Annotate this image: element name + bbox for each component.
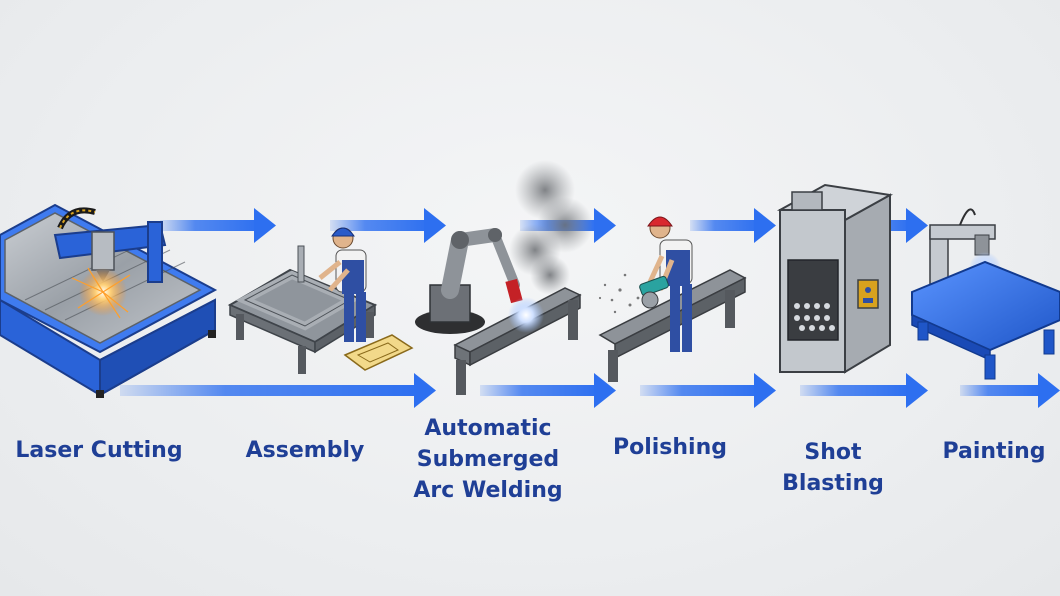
flow-arrow [480,373,616,408]
step-label-line: Laser Cutting [15,438,183,463]
worker-figure [318,227,367,342]
flow-arrow [800,373,928,408]
step-label-line: Painting [942,439,1046,464]
step-label-line: Assembly [245,438,365,463]
flow-arrow [960,373,1060,408]
step-label-line: Polishing [612,435,728,460]
flow-arrow [330,208,446,243]
step-label-shot-blasting: Shot Blasting [782,437,884,499]
worker-figure [647,216,693,352]
grinder-worker-icon [598,216,747,382]
painting-station-icon [911,208,1060,380]
flow-arrow [640,373,776,408]
flow-arrow [160,208,276,243]
flow-arrow [690,208,776,243]
step-label-line: Submerged [416,447,560,472]
step-label-line: Blasting [782,471,884,496]
shot-blasting-cabinet-icon [776,183,894,374]
step-label-polishing: Polishing [613,432,727,463]
welding-robot-icon [415,160,593,395]
flow-arrow [120,373,436,408]
step-label-painting: Painting [942,436,1045,467]
assembly-workbench-icon [227,227,414,374]
step-label-laser-cutting: Laser Cutting [15,435,182,466]
flow-arrows-lower [120,373,1060,408]
step-label-assembly: Assembly [246,435,365,466]
step-label-line: Arc Welding [413,478,563,503]
laser-cutter-icon [0,203,218,398]
step-label-line: Shot [804,440,862,465]
step-label-line: Automatic [424,416,552,441]
step-label-arc-welding: Automatic Submerged Arc Welding [413,413,562,506]
